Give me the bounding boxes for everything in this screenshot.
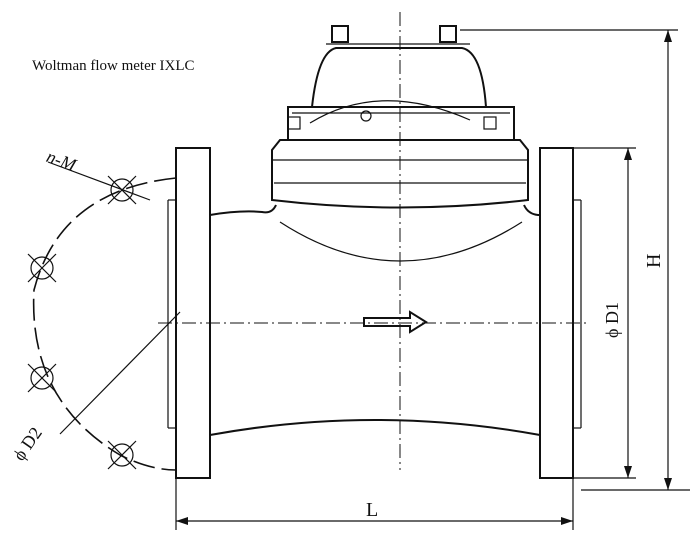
bolt-hole-4 (107, 440, 137, 470)
left-flange (167, 147, 211, 479)
bolt-hole-3 (27, 363, 57, 393)
bolt-leader-line (47, 161, 151, 201)
d2-leader-line (59, 311, 181, 435)
d1-label: ϕ D1 (602, 302, 622, 338)
dimension-l (175, 478, 574, 530)
l-label: L (366, 499, 378, 521)
bolt-hole-2 (27, 253, 57, 283)
center-lines (158, 12, 590, 470)
dimension-d1 (573, 147, 636, 479)
flow-arrow-icon (363, 310, 428, 334)
right-flange (539, 147, 582, 479)
pipe-body (209, 204, 541, 436)
bolt-circle (27, 161, 181, 471)
drawing-title: Woltman flow meter IXLC (32, 58, 195, 74)
h-label: H (643, 254, 665, 268)
bolt-count-label: n-M (44, 146, 80, 175)
d2-label: ϕ D2 (9, 423, 46, 464)
dimension-h (460, 29, 690, 491)
